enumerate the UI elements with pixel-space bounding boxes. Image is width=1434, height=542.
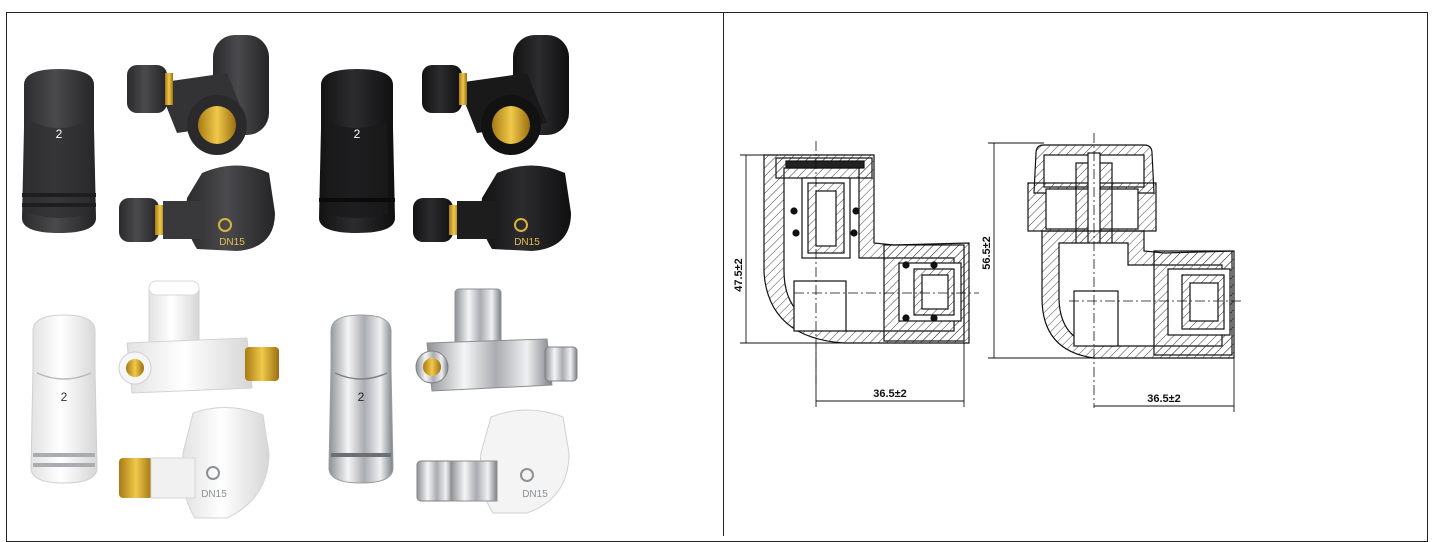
graphite-thermostatic-head: 2 [22, 69, 96, 233]
chrome-body-mark: DN15 [522, 489, 548, 500]
white-set: 2 DN15 [30, 280, 279, 519]
graphite-set: 2 DN15 [22, 35, 275, 251]
black-corner-valve: DN15 [413, 165, 571, 251]
white-corner-valve: DN15 [119, 406, 270, 519]
chrome-thermostatic-head: 2 [328, 314, 394, 484]
right-height-dimension: 56.5±2 [981, 236, 993, 270]
technical-drawings: 47.5±2 36.5±2 [733, 133, 1244, 412]
product-photos: 2 DN15 [22, 35, 578, 519]
white-thermostatic-head: 2 [30, 314, 98, 484]
drawing-angle-valve [740, 141, 979, 407]
black-thermostatic-head: 2 [319, 69, 395, 233]
chrome-set: 2 DN15 [328, 288, 578, 514]
technical-drawings-cell: 47.5±2 36.5±2 [724, 13, 1426, 536]
graphite-body-mark: DN15 [219, 237, 245, 248]
graphite-head-number: 2 [56, 127, 63, 141]
column-divider [723, 12, 724, 536]
chrome-head-number: 2 [358, 390, 365, 404]
white-head-number: 2 [61, 390, 68, 404]
drawing-corner-valve [988, 133, 1244, 412]
graphite-angle-valve [127, 35, 269, 155]
black-angle-valve [422, 35, 569, 155]
right-width-dimension: 36.5±2 [1147, 393, 1181, 405]
white-angle-valve [118, 280, 279, 394]
product-photos-cell: 2 DN15 [7, 13, 723, 536]
graphite-corner-valve: DN15 [119, 165, 275, 251]
chrome-corner-valve: DN15 [416, 409, 570, 514]
left-width-dimension: 36.5±2 [873, 388, 907, 400]
chrome-angle-valve [415, 288, 578, 392]
white-body-mark: DN15 [201, 489, 227, 500]
black-head-number: 2 [354, 127, 361, 141]
left-height-dimension: 47.5±2 [733, 258, 745, 292]
black-set: 2 DN15 [319, 35, 571, 251]
black-body-mark: DN15 [514, 237, 540, 248]
